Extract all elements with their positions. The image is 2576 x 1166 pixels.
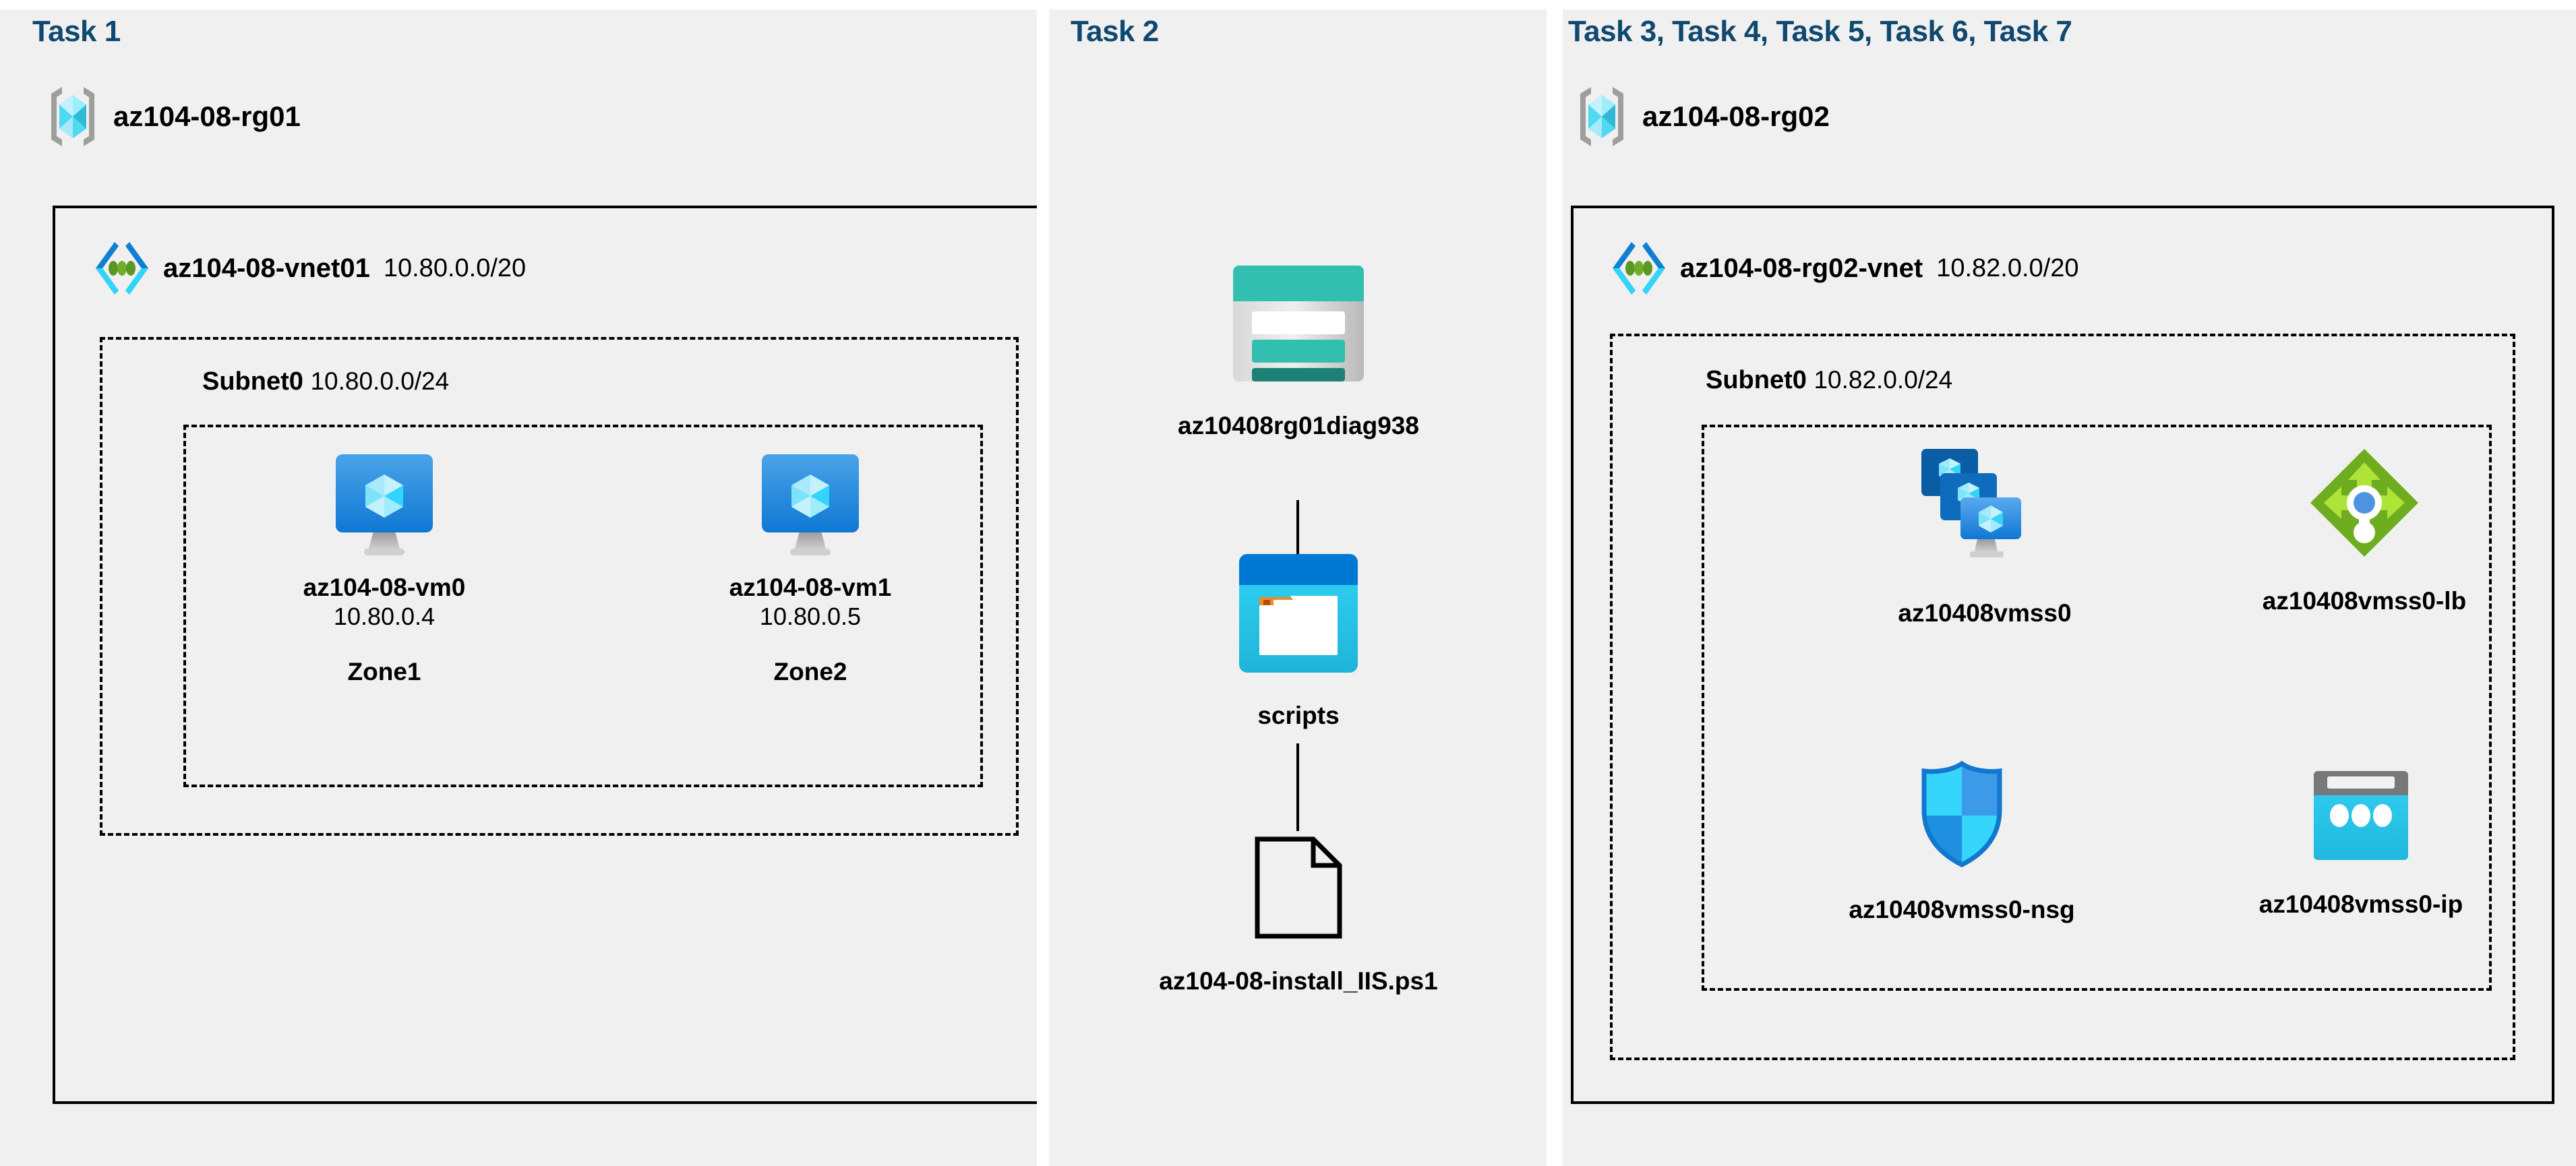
load-balancer-name: az10408vmss0-lb (2262, 587, 2467, 615)
public-ip-address-node[interactable]: az10408vmss0-ip (2172, 768, 2550, 919)
vnet02-header: az104-08-rg02-vnet 10.82.0.0/20 (1611, 239, 2079, 297)
subnet-name: Subnet0 (1706, 366, 1807, 394)
vnet01-header: az104-08-vnet01 10.80.0.0/20 (94, 239, 526, 297)
vnet-cidr: 10.80.0.0/20 (383, 253, 527, 282)
storage-account-name: az10408rg01diag938 (1178, 412, 1419, 439)
vm-scale-set-name: az10408vmss0 (1898, 599, 2072, 627)
resource-group-row-rg02: az104-08-rg02 (1576, 84, 1830, 149)
task3-to-7-heading: Task 3, Task 4, Task 5, Task 6, Task 7 (1568, 15, 2072, 48)
vm-node-az104-08-vm0[interactable]: az104-08-vm0 10.80.0.4 Zone1 (243, 453, 526, 686)
subnet0-boundary-vnet02 (1610, 334, 2515, 1060)
public-ip-address-icon (2311, 768, 2411, 863)
subnet-cidr: 10.80.0.0/24 (310, 367, 450, 395)
virtual-network-icon (94, 239, 150, 297)
resource-group-label: az104-08-rg01 (113, 100, 301, 132)
virtual-machine-icon (334, 453, 434, 561)
script-file-node[interactable]: az104-08-install_IIS.ps1 (1076, 836, 1521, 996)
subnet-cidr: 10.82.0.0/24 (1814, 366, 1953, 394)
vnet-name: az104-08-vnet01 (163, 253, 370, 283)
blob-container-name: scripts (1257, 702, 1340, 729)
vm-scale-set-node[interactable]: az10408vmss0 (1796, 446, 2174, 628)
task2-heading: Task 2 (1071, 15, 1159, 48)
panel-gap-right (1547, 9, 1563, 1166)
blob-container-node[interactable]: scripts (1164, 553, 1433, 731)
vm-name: az104-08-vm1 (729, 574, 892, 601)
vm-availability-zone: Zone2 (773, 658, 847, 686)
resource-group-row-rg01: az104-08-rg01 (47, 84, 301, 149)
load-balancer-node[interactable]: az10408vmss0-lb (2199, 446, 2529, 616)
script-file-name: az104-08-install_IIS.ps1 (1159, 967, 1438, 995)
script-file-icon (1254, 836, 1343, 940)
panel-gap-left (1037, 9, 1049, 1166)
vm-name: az104-08-vm0 (303, 574, 466, 601)
subnet0-header-vnet02: Subnet0 10.82.0.0/24 (1706, 366, 1952, 395)
load-balancer-icon (2308, 446, 2421, 559)
resource-group-icon (1576, 84, 1627, 149)
blob-container-icon (1238, 553, 1359, 674)
subnet-name: Subnet0 (202, 367, 303, 396)
vm-node-az104-08-vm1[interactable]: az104-08-vm1 10.80.0.5 Zone2 (669, 453, 952, 686)
storage-account-icon (1229, 263, 1368, 384)
vnet02-boundary (1571, 206, 2554, 1104)
resource-group-icon (47, 84, 98, 149)
network-security-group-name: az10408vmss0-nsg (1849, 896, 2075, 923)
storage-account-node[interactable]: az10408rg01diag938 (1096, 263, 1501, 441)
vmss-resources-boundary (1702, 425, 2492, 991)
connector-container-to-file (1296, 743, 1299, 831)
network-security-group-icon (1917, 760, 2006, 868)
task1-heading: Task 1 (32, 15, 121, 48)
subnet0-header-vnet01: Subnet0 10.80.0.0/24 (202, 367, 449, 396)
connector-storage-to-container (1296, 500, 1299, 555)
subnet0-boundary-vnet01 (100, 337, 1019, 836)
vm-ip-address: 10.80.0.5 (759, 602, 862, 630)
vnet-name: az104-08-rg02-vnet (1680, 253, 1923, 283)
vm-ip-address: 10.80.0.4 (333, 602, 436, 630)
public-ip-address-name: az10408vmss0-ip (2258, 890, 2463, 918)
availability-zones-boundary (183, 425, 983, 787)
network-security-group-node[interactable]: az10408vmss0-nsg (1726, 760, 2198, 925)
vnet-cidr: 10.82.0.0/20 (1936, 253, 2079, 282)
vm-availability-zone: Zone1 (347, 658, 421, 686)
virtual-machine-icon (760, 453, 860, 561)
virtual-network-icon (1611, 239, 1667, 297)
vm-scale-set-icon (1919, 446, 2051, 572)
resource-group-label: az104-08-rg02 (1642, 100, 1830, 132)
